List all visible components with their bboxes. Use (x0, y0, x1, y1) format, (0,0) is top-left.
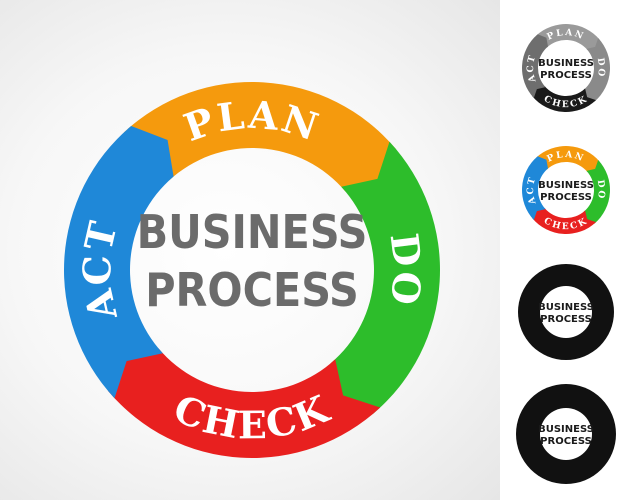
segment-act (64, 125, 174, 399)
variant-center-line-2: PROCESS (540, 192, 592, 203)
variant-center-disc (540, 408, 592, 460)
variant-center-line-1: BUSINESS (538, 302, 594, 313)
segment-label-act: ACT (526, 53, 539, 84)
segment-plan (535, 23, 600, 51)
variant-center-line-1: BUSINESS (538, 180, 594, 191)
variant-center-disc (540, 42, 592, 94)
variant-center-line-1: BUSINESS (538, 424, 594, 435)
variant-center-line-2: PROCESS (540, 436, 592, 447)
variant-center-disc (540, 286, 592, 338)
segment-check (532, 85, 597, 113)
segment-act (522, 156, 549, 221)
segment-act (522, 34, 549, 99)
variant-center-line-2: PROCESS (540, 70, 592, 81)
segment-check (532, 207, 597, 234)
segment-label-act: ACT (526, 175, 539, 206)
variant-center-disc (540, 164, 592, 216)
center-title-line-2: PROCESS (145, 263, 359, 317)
variant-center-line-1: BUSINESS (538, 58, 594, 69)
segment-check (107, 348, 381, 459)
center-title-line-1: BUSINESS (137, 205, 368, 259)
segment-do (583, 159, 610, 224)
segment-label-act: ACT (74, 216, 126, 326)
segment-do (330, 141, 440, 415)
variant-center-line-2: PROCESS (540, 314, 592, 325)
segment-do (583, 37, 610, 102)
segment-plan (123, 82, 397, 192)
segment-plan (535, 146, 600, 173)
